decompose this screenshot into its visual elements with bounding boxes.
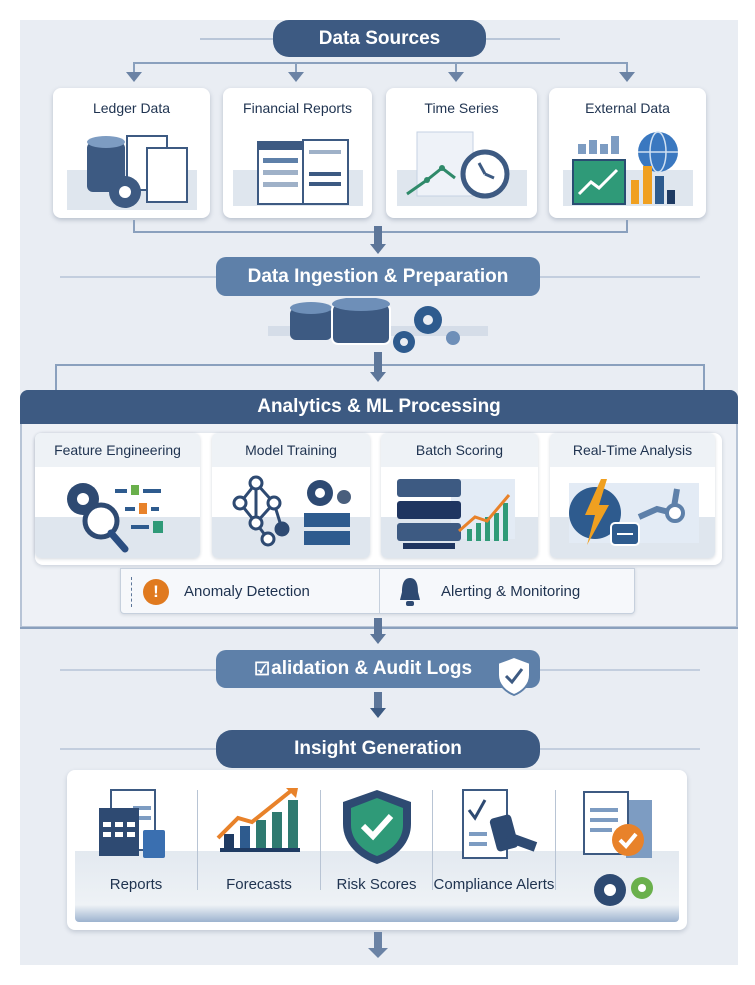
analytics-header: Analytics & ML Processing xyxy=(20,390,738,424)
shield-check-icon xyxy=(342,790,411,864)
validation-header: ☑alidation & Audit Logs xyxy=(216,650,540,688)
arrow-down-icon xyxy=(370,244,386,254)
data-sources-title: Data Sources xyxy=(318,27,441,49)
anomaly-detection-label: Anomaly Detection xyxy=(184,583,310,600)
divider xyxy=(379,569,380,614)
connector xyxy=(703,364,705,390)
connector xyxy=(626,62,628,74)
divider xyxy=(432,790,433,890)
arrow-shaft xyxy=(374,352,382,374)
insight-title: Insight Generation xyxy=(294,738,462,759)
module-label: Real-Time Analysis xyxy=(550,433,715,467)
divider xyxy=(197,790,198,890)
bell-icon xyxy=(400,578,420,606)
source-card-time-series: Time Series xyxy=(386,88,537,218)
module-real-time-analysis: Real-Time Analysis xyxy=(550,433,715,558)
module-label: Feature Engineering xyxy=(35,433,200,467)
chart-stopwatch-icon xyxy=(396,131,527,206)
source-card-financial-reports: Financial Reports xyxy=(223,88,372,218)
module-model-training: Model Training xyxy=(212,433,370,558)
connector xyxy=(455,62,457,74)
insight-label: Reports xyxy=(109,876,163,893)
report-calculator-icon xyxy=(99,789,165,858)
server-chart-icon xyxy=(397,479,515,549)
card-label: Time Series xyxy=(424,100,499,116)
check-icon: ☑ xyxy=(254,658,271,679)
connector xyxy=(295,62,297,74)
database-documents-gear-icon xyxy=(66,135,197,210)
insight-label: Risk Scores xyxy=(336,876,417,893)
arrow-down-icon xyxy=(368,948,388,958)
alerting-monitoring-label: Alerting & Monitoring xyxy=(441,583,581,600)
card-label: Ledger Data xyxy=(92,100,171,116)
arrow-shaft xyxy=(374,932,382,950)
data-ingestion-header: Data Ingestion & Preparation xyxy=(216,257,540,296)
databases-gears-icon xyxy=(268,298,488,353)
growth-chart-icon xyxy=(216,788,300,852)
connector xyxy=(133,220,135,232)
arrow-down-icon xyxy=(370,372,386,382)
connector xyxy=(133,62,135,74)
divider xyxy=(555,790,556,890)
arrow-shaft xyxy=(374,226,382,246)
insight-reports: Reports xyxy=(75,770,197,910)
arrow-down-icon xyxy=(370,708,386,718)
insight-label: Compliance Alerts xyxy=(433,876,555,893)
arrow-down-icon xyxy=(288,72,304,82)
validation-title: alidation & Audit Logs xyxy=(271,658,473,679)
module-label: Model Training xyxy=(212,433,370,467)
insight-generation-header: Insight Generation xyxy=(216,730,540,768)
lightning-icon xyxy=(569,479,699,546)
module-batch-scoring: Batch Scoring xyxy=(381,433,538,558)
module-label: Batch Scoring xyxy=(381,433,538,467)
report-documents-icon xyxy=(232,139,363,206)
source-card-external-data: External Data xyxy=(549,88,706,218)
divider xyxy=(320,790,321,890)
module-feature-engineering: Feature Engineering xyxy=(35,433,200,558)
ingestion-title: Data Ingestion & Preparation xyxy=(247,265,509,287)
insight-risk-scores: Risk Scores xyxy=(321,770,432,910)
card-label: Financial Reports xyxy=(243,100,352,116)
arrow-down-icon xyxy=(126,72,142,82)
insight-forecasts: Forecasts xyxy=(198,770,320,910)
alerts-bar: ! Anomaly Detection Alerting & Monitorin… xyxy=(120,568,635,614)
analytics-title: Analytics & ML Processing xyxy=(257,396,501,417)
shield-check-icon xyxy=(497,655,531,697)
divider xyxy=(131,577,132,607)
insights-panel: Reports Forecasts Risk Scores Compliance… xyxy=(67,770,687,930)
card-label: External Data xyxy=(585,100,670,116)
insight-label: Forecasts xyxy=(226,876,292,893)
exclamation-icon: ! xyxy=(143,579,169,605)
arrow-shaft xyxy=(374,692,382,710)
document-check-gears-icon xyxy=(582,791,653,906)
arrow-down-icon xyxy=(619,72,635,82)
arrow-shaft xyxy=(374,618,382,636)
arrow-down-icon xyxy=(370,634,386,644)
insight-document-gears xyxy=(556,770,679,910)
source-card-ledger-data: Ledger Data xyxy=(53,88,210,218)
neural-network-icon xyxy=(232,475,351,547)
connector xyxy=(133,62,627,64)
connector xyxy=(55,364,57,390)
gear-magnifier-icon xyxy=(67,483,163,553)
data-sources-header: Data Sources xyxy=(273,20,486,57)
arrow-down-icon xyxy=(448,72,464,82)
gavel-document-icon xyxy=(462,789,538,859)
connector xyxy=(626,220,628,232)
globe-chart-icon xyxy=(562,131,693,206)
insight-compliance-alerts: Compliance Alerts xyxy=(433,770,555,910)
